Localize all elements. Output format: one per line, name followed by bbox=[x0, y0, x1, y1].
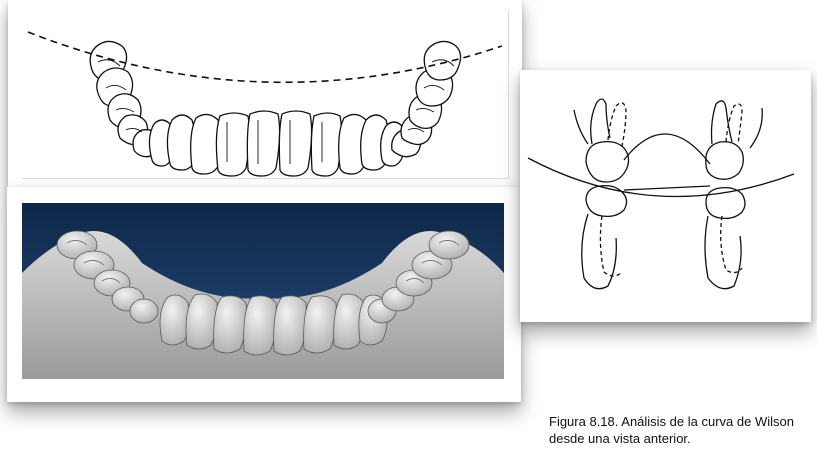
scan-card bbox=[7, 187, 521, 402]
dental-arch-line-drawing bbox=[22, 10, 509, 179]
dental-arch-3d-scan bbox=[22, 203, 504, 379]
dental-arch-scan-svg bbox=[22, 203, 504, 379]
wilson-curve-molar-diagram bbox=[526, 86, 798, 300]
wilson-diagram-card bbox=[520, 70, 811, 322]
figure-caption: Figura 8.18. Análisis de la curva de Wil… bbox=[549, 414, 794, 446]
drawing-card bbox=[8, 0, 522, 187]
dental-arch-drawing-svg bbox=[27, 31, 503, 177]
wilson-diagram-svg bbox=[527, 98, 795, 290]
